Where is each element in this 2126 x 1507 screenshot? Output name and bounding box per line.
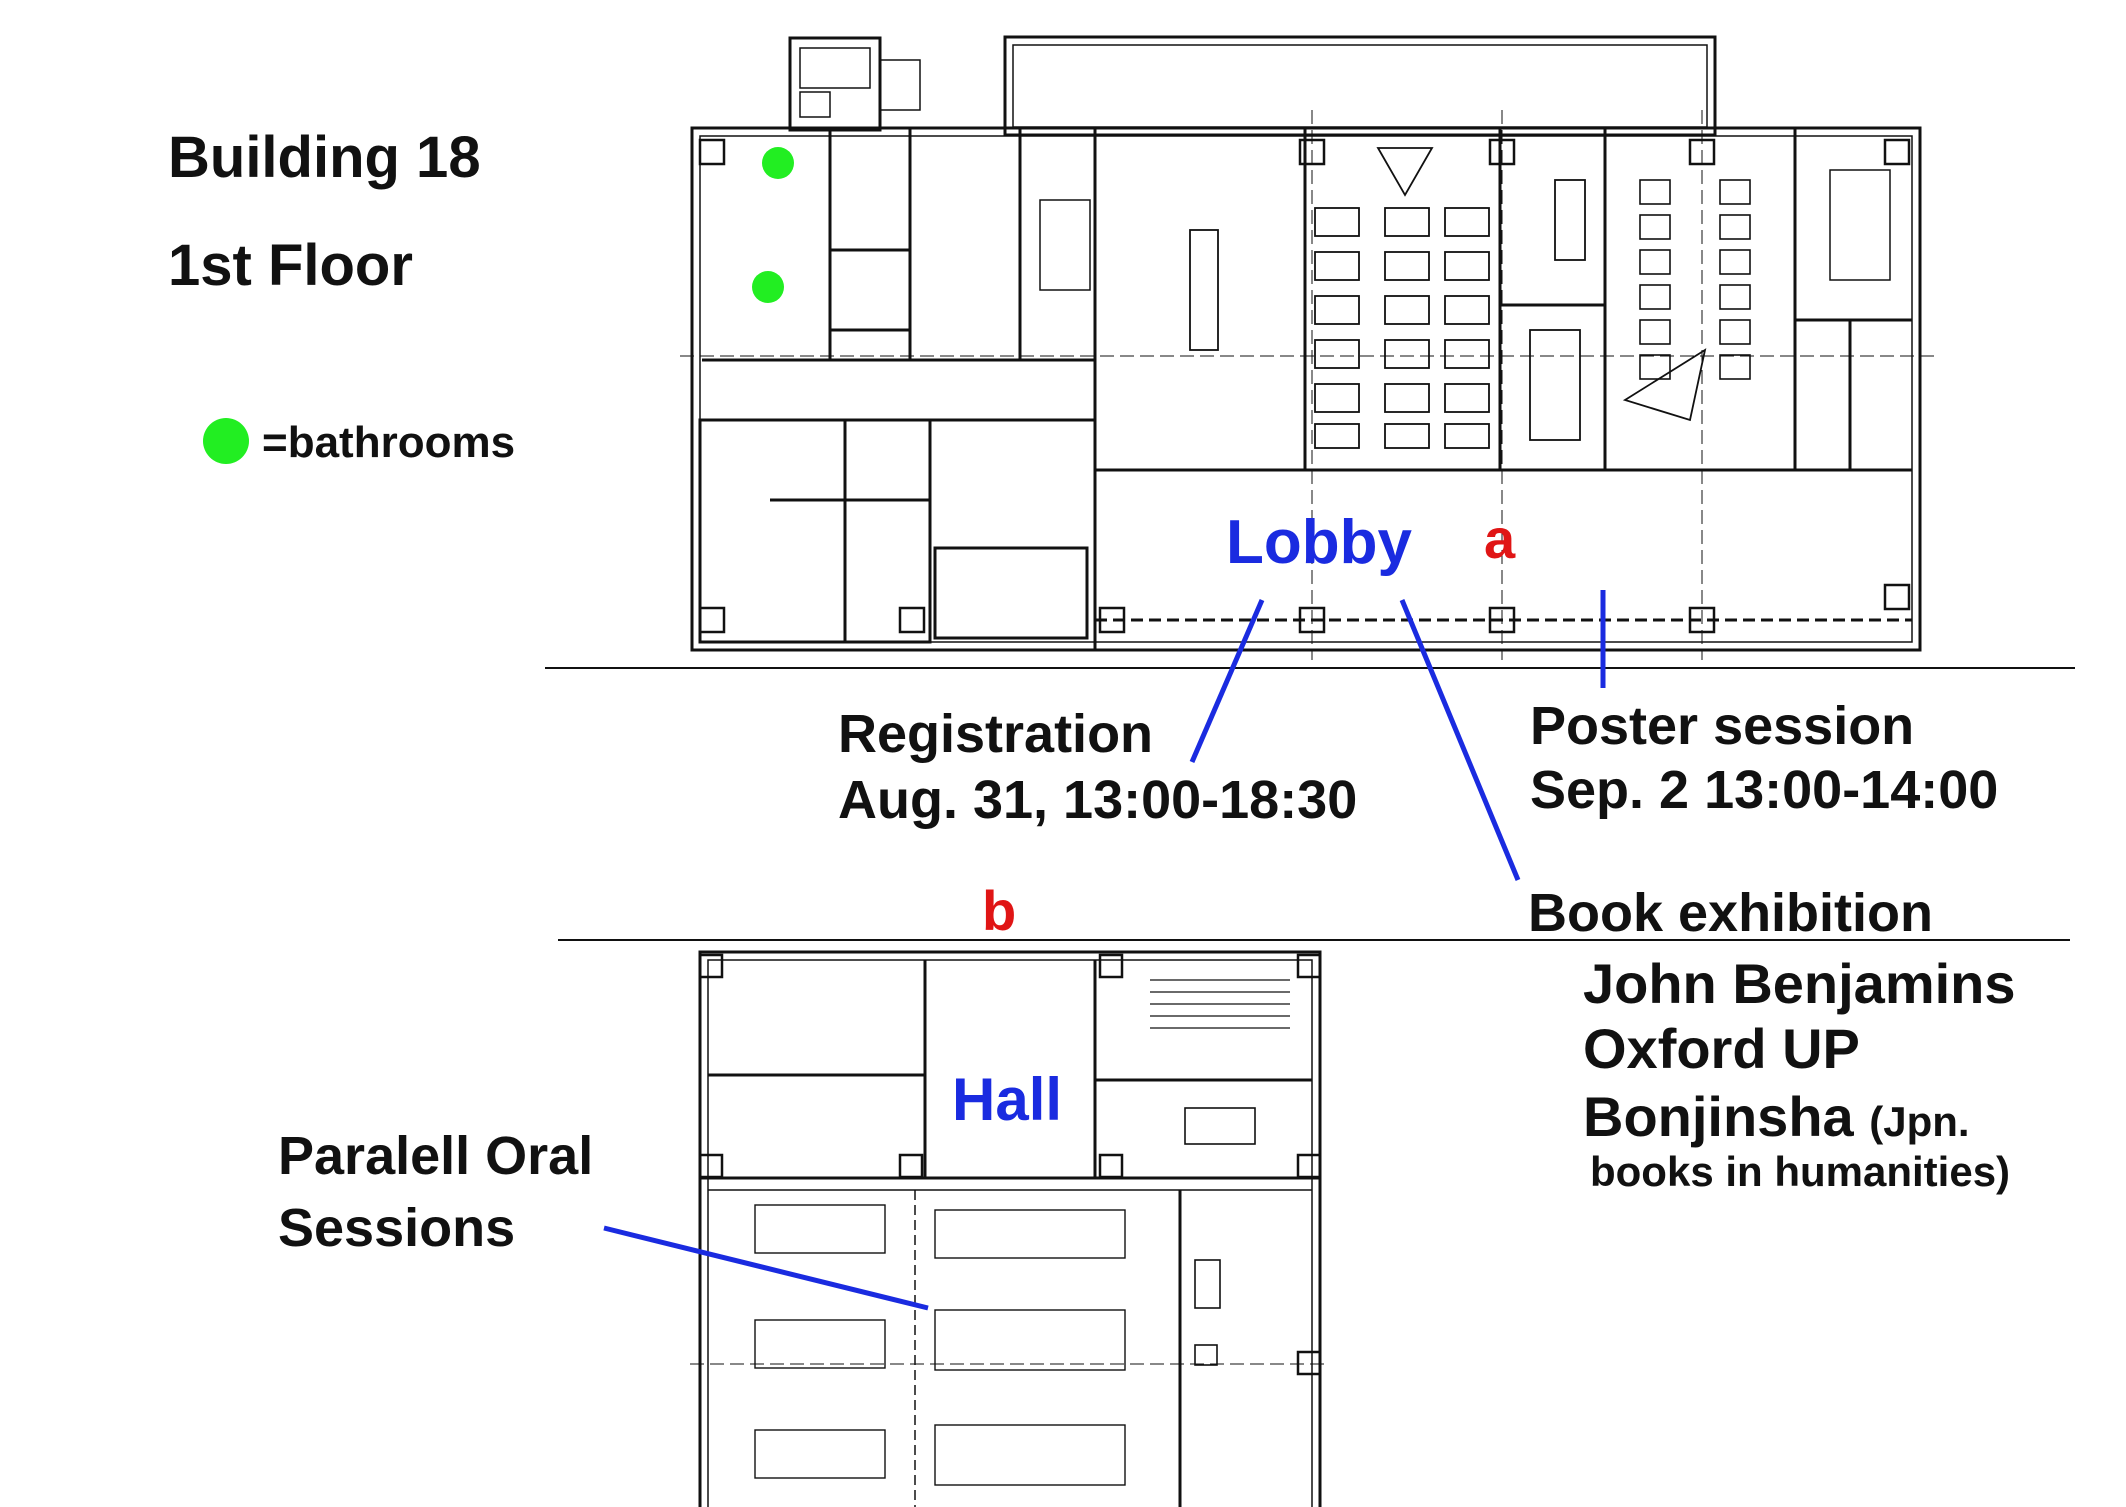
publisher-bonjinsha-name: Bonjinsha bbox=[1583, 1085, 1854, 1148]
marker-a: a bbox=[1484, 507, 1516, 570]
publisher-john-benjamins: John Benjamins bbox=[1583, 952, 2016, 1015]
bathroom-marker bbox=[752, 271, 784, 303]
building-title: Building 18 bbox=[168, 125, 481, 190]
registration-time: Aug. 31, 13:00-18:30 bbox=[838, 770, 1358, 830]
publisher-bonjinsha-note-line2: books in humanities) bbox=[1590, 1148, 2011, 1195]
book-exhibition-title: Book exhibition bbox=[1528, 883, 1933, 943]
oral-sessions-line1: Paralell Oral bbox=[278, 1126, 594, 1186]
poster-session-title: Poster session bbox=[1530, 696, 1915, 756]
lower-building-plan bbox=[690, 950, 1330, 1507]
bathroom-legend-icon bbox=[203, 418, 249, 464]
pointer-lines bbox=[603, 590, 1606, 1311]
publisher-oxford-up: Oxford UP bbox=[1583, 1017, 1860, 1080]
hall-label: Hall bbox=[952, 1066, 1063, 1133]
poster-session-time: Sep. 2 13:00-14:00 bbox=[1530, 760, 1999, 820]
marker-b: b bbox=[982, 879, 1017, 942]
registration-title: Registration bbox=[838, 704, 1154, 764]
lobby-label: Lobby bbox=[1226, 508, 1412, 577]
floor-title: 1st Floor bbox=[168, 233, 413, 298]
publisher-bonjinsha: Bonjinsha (Jpn. bbox=[1583, 1085, 1970, 1148]
bathroom-marker bbox=[762, 147, 794, 179]
bathroom-legend-label: =bathrooms bbox=[262, 418, 516, 467]
oral-sessions-line2: Sessions bbox=[278, 1198, 516, 1258]
publisher-bonjinsha-note: (Jpn. bbox=[1869, 1098, 1970, 1145]
upper-building-plan bbox=[680, 35, 1940, 660]
